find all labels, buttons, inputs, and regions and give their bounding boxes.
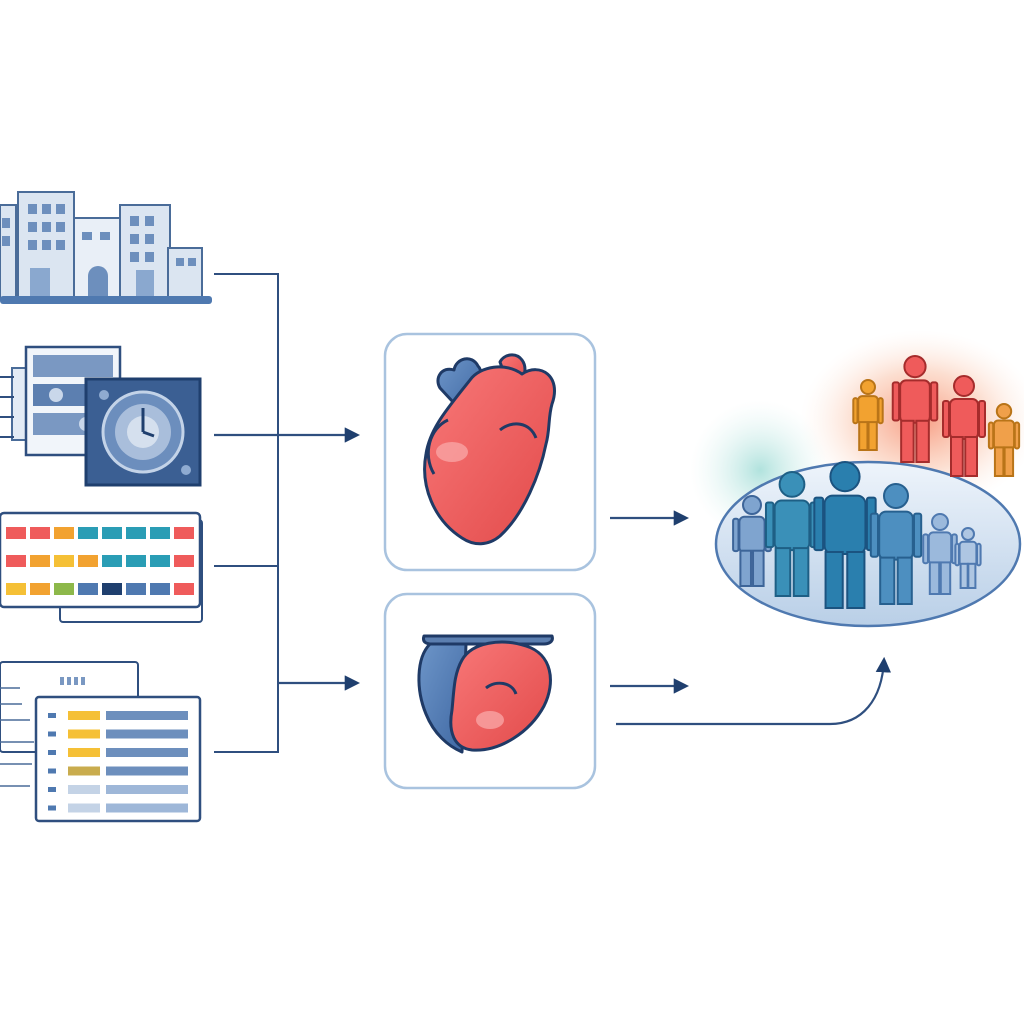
record-bullet [48,805,56,811]
record-bullet [48,713,56,718]
high-risk-group-icon [852,355,1021,477]
person-figure [891,355,939,463]
lab-grid-cell [54,555,74,567]
record-bullet [48,787,56,792]
record-bar [106,803,188,813]
lab-grid-cell [6,527,26,539]
curved-arrow-to-population [616,656,892,726]
lab-grid-cell [6,583,26,595]
record-flag [68,766,100,776]
record-flag [68,748,100,757]
person-figure [954,527,982,589]
lab-grid-cell [126,583,146,595]
input-bracket-connector [0,273,279,753]
record-bullet [48,731,56,737]
record-flag [68,729,100,739]
lab-grid-cell [6,555,26,567]
record-flag [68,803,100,813]
lab-grid-cell [102,527,122,539]
hospital-buildings-icon [0,191,212,304]
lab-grid-cell [174,555,194,567]
lab-grid-cell [54,583,74,595]
lab-grid-cell [126,555,146,567]
lab-grid-cell [150,583,170,595]
record-bar [106,766,188,776]
lab-data-grid-icon [0,511,203,623]
record-bullet [48,750,56,755]
medical-imaging-scans-icon [11,345,202,487]
anatomical-heart-icon [423,353,556,546]
patient-population-icon [732,461,982,609]
lab-grid-cell [54,527,74,539]
lab-grid-cell [102,555,122,567]
person-figure [922,513,958,596]
person-figure [813,461,877,609]
sectioned-heart-icon [417,634,554,754]
record-bar [106,785,188,794]
lab-grid-cell [78,555,98,567]
person-figure [942,375,986,477]
lab-grid-cell [102,583,122,595]
lab-grid-cell [30,583,50,595]
lab-grid-cell [30,555,50,567]
lab-grid-cell [150,555,170,567]
lab-grid-cell [126,527,146,539]
person-figure [869,483,923,605]
records-tables-icon [0,661,202,823]
person-figure [987,403,1021,477]
record-flag [68,711,100,720]
record-bar [106,711,188,720]
lab-grid-cell [174,583,194,595]
lab-grid-cell [174,527,194,539]
lab-grid-cell [30,527,50,539]
record-bullet [48,768,56,774]
record-bar [106,748,188,757]
lab-grid-cell [78,583,98,595]
lab-grid-cell [150,527,170,539]
person-figure [852,379,884,452]
record-bar [106,729,188,739]
record-flag [68,785,100,794]
person-figure [732,495,772,588]
lab-grid-cell [78,527,98,539]
